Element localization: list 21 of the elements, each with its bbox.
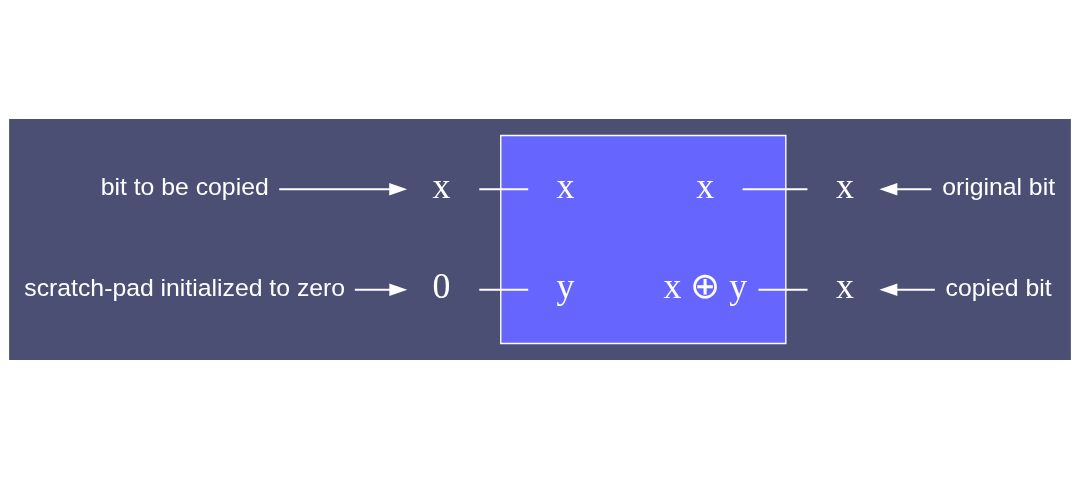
arrow [354,283,408,296]
node-text: x ⊕ y [663,265,748,306]
node-text: 0 [432,265,451,306]
connector [758,288,808,291]
connector [479,187,529,190]
connector [742,187,808,190]
node-text: original bit [942,172,1056,200]
arrow [279,182,408,195]
node-text: bit to be copied [100,172,269,200]
node-text: x [836,265,854,306]
node-text: x [432,165,451,206]
node-text: x [556,165,575,206]
cluster [500,134,787,344]
node-text: x [836,165,854,206]
connector [479,288,529,291]
arrow [879,283,935,296]
node-text: copied bit [945,273,1052,301]
node-text: x [696,165,715,206]
node-text: scratch-pad initialized to zero [24,273,346,301]
node-text: y [556,265,575,306]
arrow [879,182,932,195]
